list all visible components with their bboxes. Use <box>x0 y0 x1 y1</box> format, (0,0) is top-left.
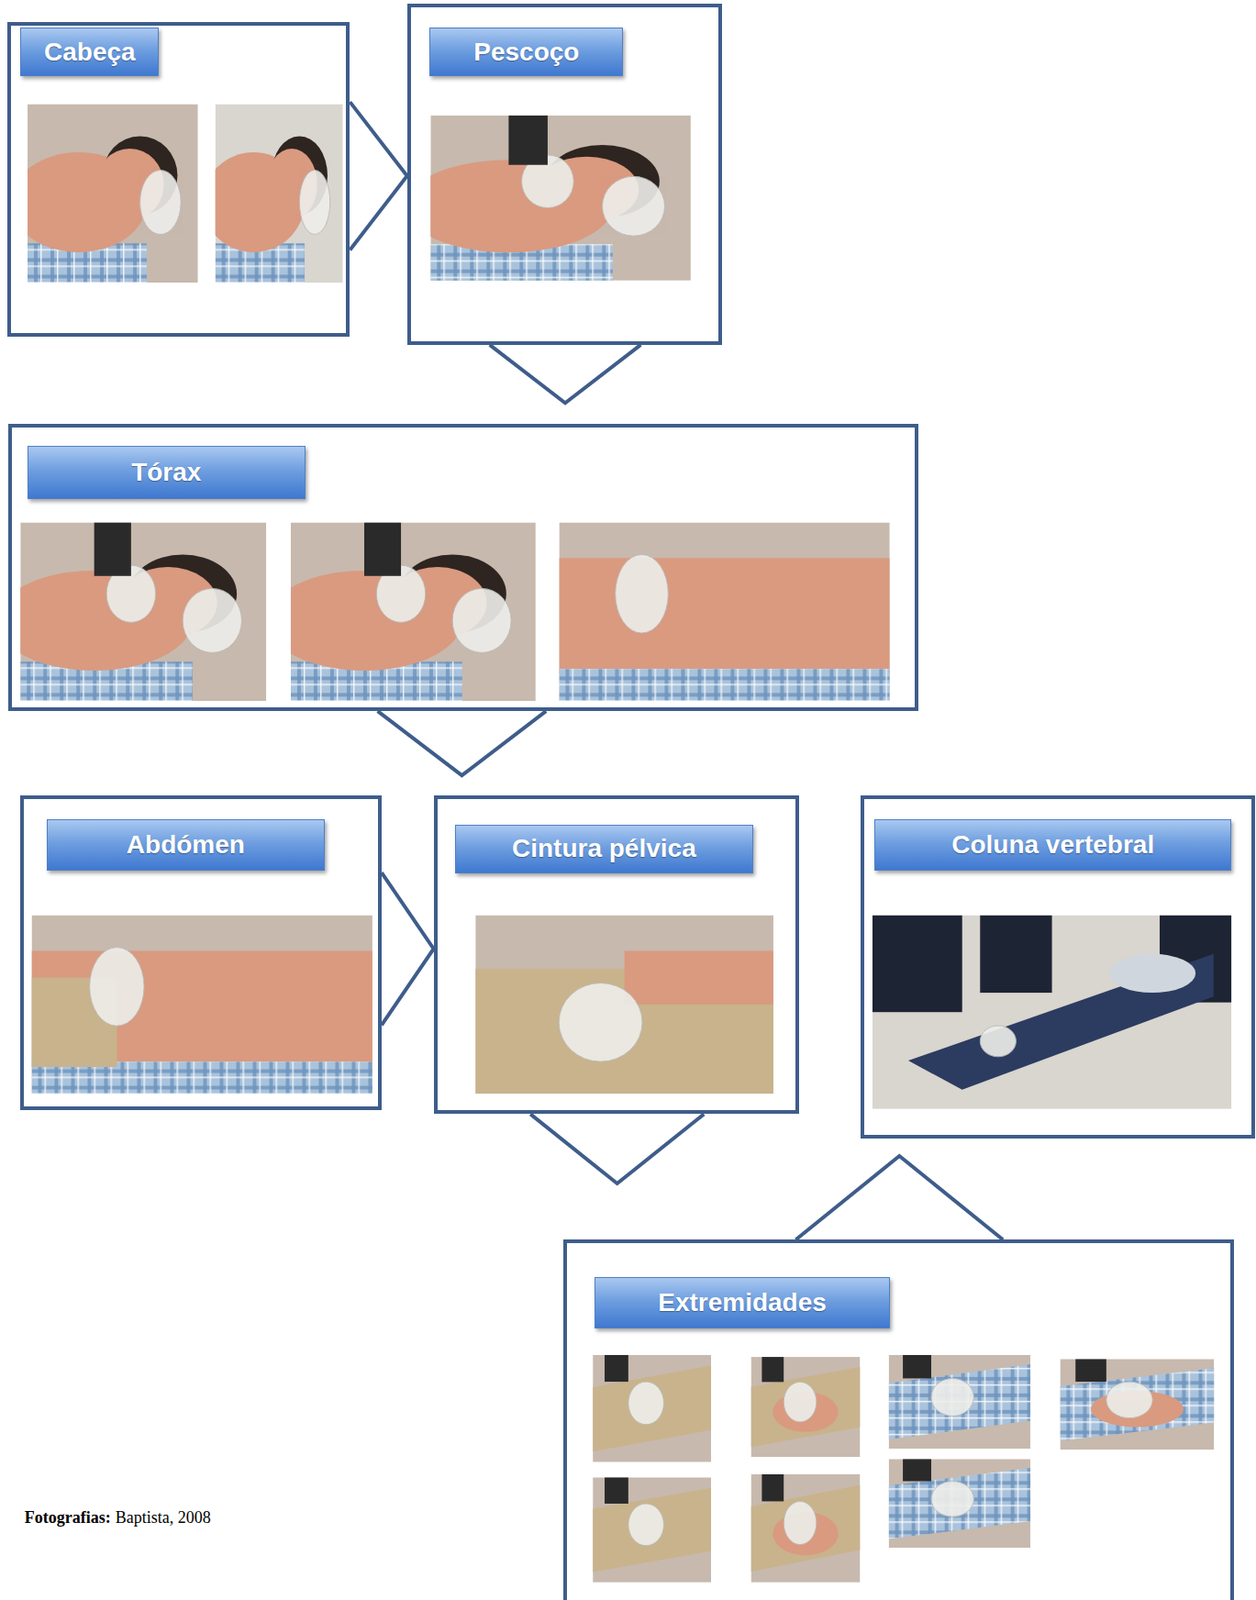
photo <box>0 522 267 715</box>
section-header: Cintura pélvica <box>455 824 754 874</box>
header-text: Coluna vertebral <box>951 830 1155 860</box>
header-text: Abdómen <box>126 830 245 860</box>
section-header: Cabeça <box>20 27 159 77</box>
photo-credit: Fotografias:Baptista, 2008 <box>24 1508 212 1528</box>
section-header: Pescoço <box>429 27 623 77</box>
section-box: Abdómen <box>20 795 382 1111</box>
photo-credit-text: Fotografias: <box>24 1508 112 1527</box>
section-box: Tórax <box>8 423 919 712</box>
chevron-connector <box>349 101 407 250</box>
chevron-connector <box>377 711 547 776</box>
header-text: Extremidades <box>657 1288 827 1318</box>
chevron-connector <box>489 344 642 403</box>
photo <box>592 1477 712 1583</box>
header-text: Tórax <box>131 457 201 488</box>
photo <box>592 1355 712 1463</box>
photo <box>1059 1358 1214 1450</box>
section-box: Coluna vertebral <box>860 795 1256 1139</box>
photo <box>10 103 198 297</box>
photo <box>31 915 372 1099</box>
photo <box>889 1355 1032 1449</box>
header-text: Cabeça <box>44 37 136 67</box>
section-box: Cabeça <box>7 22 351 337</box>
chevron-connector <box>795 1155 1003 1240</box>
photo <box>404 115 691 295</box>
section-box: Cintura pélvica <box>433 795 800 1114</box>
section-header: Extremidades <box>594 1277 890 1329</box>
photo <box>558 522 890 705</box>
section-header: Coluna vertebral <box>874 819 1232 871</box>
photo <box>266 522 536 715</box>
photo <box>475 915 774 1095</box>
photo <box>202 103 344 297</box>
photo-credit-text: Baptista, 2008 <box>115 1508 212 1527</box>
header-text: Pescoço <box>473 37 579 67</box>
section-box: Pescoço <box>407 3 723 345</box>
section-box: Extremidades <box>563 1239 1234 1600</box>
section-header: Tórax <box>27 445 305 500</box>
chevron-connector <box>381 872 434 1025</box>
chevron-connector <box>530 1113 704 1184</box>
photo <box>751 1356 861 1457</box>
header-text: Cintura pélvica <box>511 833 697 864</box>
section-header: Abdómen <box>46 819 324 871</box>
photo <box>889 1458 1032 1548</box>
photo <box>751 1474 861 1583</box>
photo <box>872 915 1232 1110</box>
